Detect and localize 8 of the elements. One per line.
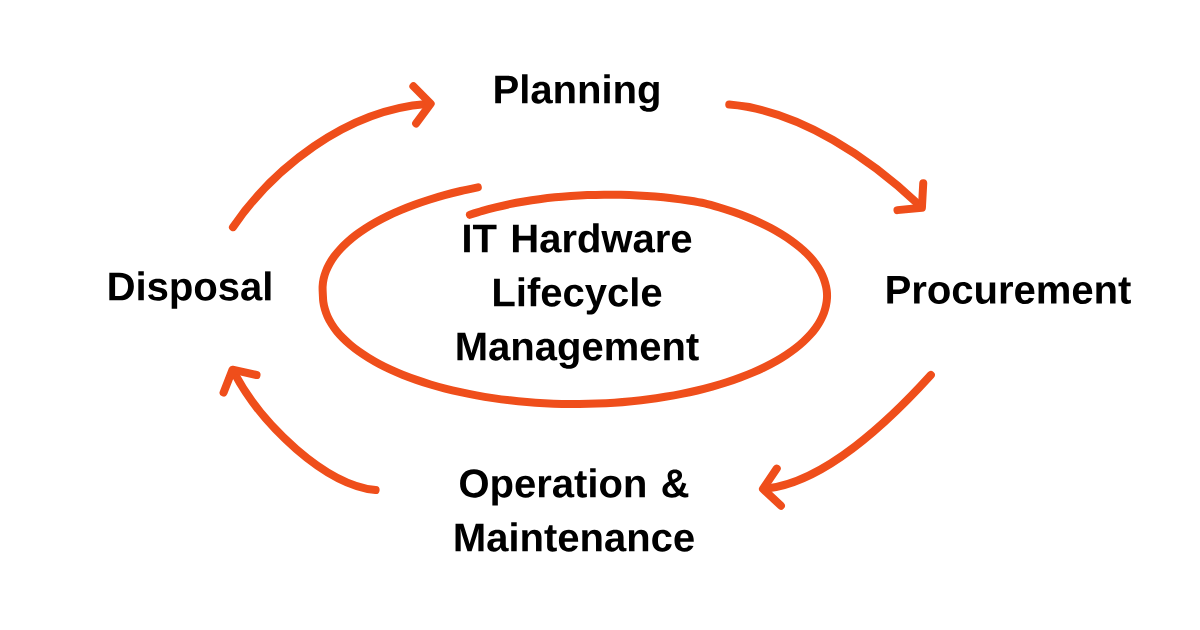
curved-arrow [725,100,928,215]
stage-label: Procurement [887,276,1131,304]
stage-label: Planning [495,74,659,112]
curved-arrow [758,371,935,510]
stage-label: Disposal [109,271,271,309]
curved-arrow [228,82,435,232]
curved-arrow [219,365,380,495]
stage-label: Operation & Maintenance [455,468,694,552]
